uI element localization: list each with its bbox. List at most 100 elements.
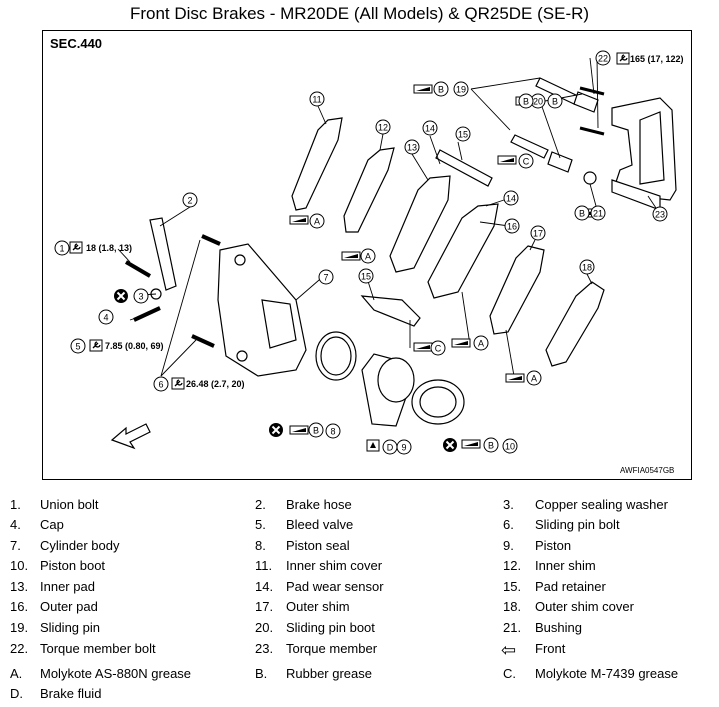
- legend-number: 9.: [503, 538, 514, 553]
- callout-12: 12: [378, 123, 388, 133]
- callout-19-circle: [453, 81, 469, 97]
- callout-23-circle: [652, 206, 668, 222]
- piston: [361, 353, 415, 427]
- callout-14-circle: [422, 120, 438, 136]
- legend-label: Torque member bolt: [40, 641, 156, 656]
- inner-pad: [389, 175, 451, 273]
- callout-15: 15: [458, 130, 468, 140]
- callout-17-circle: [530, 225, 546, 241]
- torque-wrench-icon: [89, 339, 103, 352]
- callout-7: 7: [323, 273, 328, 283]
- legend-label: Piston boot: [40, 558, 106, 573]
- brake-hose: [149, 217, 177, 291]
- sliding-pin-bolt-lower: [191, 334, 215, 348]
- inner-shim: [343, 147, 395, 233]
- callout-16-circle: [504, 218, 520, 234]
- piston-boot: [411, 379, 465, 425]
- legend-label: Piston seal: [286, 538, 350, 553]
- torque-wrench-icon: [69, 241, 83, 254]
- torque-value-1: 18 (1.8, 13): [86, 243, 132, 253]
- grease-letter-6-circle: [430, 340, 446, 356]
- callout-21-circle: [590, 205, 606, 221]
- legend-label: Pad wear sensor: [286, 579, 384, 594]
- legend-label: Piston: [535, 538, 572, 553]
- callout-4: 4: [103, 313, 108, 323]
- torque-value-5: 7.85 (0.80, 69): [105, 341, 164, 351]
- grease-letter-8-circle: [526, 370, 542, 386]
- callout-12-circle: [375, 119, 391, 135]
- legend-number: 7.: [10, 538, 21, 553]
- torque-wrench-icon: [616, 52, 630, 65]
- legend-label: Bleed valve: [286, 517, 354, 532]
- callout-5: 5: [75, 342, 80, 352]
- legend-number: 22.: [10, 641, 29, 656]
- grease-letter-21-circle: [574, 205, 590, 221]
- grease-letter-1-circle: [518, 93, 534, 109]
- grease-letter-20-circle: [547, 93, 563, 109]
- legend-number: 12.: [503, 558, 522, 573]
- legend-label: Outer pad: [40, 599, 98, 614]
- legend-label: Inner shim: [535, 558, 596, 573]
- legend-label: Union bolt: [40, 497, 99, 512]
- callout-13-circle: [404, 139, 420, 155]
- callout-1: 1: [59, 244, 64, 254]
- callout-16: 16: [507, 222, 517, 232]
- callout-20: 20: [533, 97, 543, 107]
- legend-label: Front: [535, 641, 566, 656]
- callout-8-circle: [325, 423, 341, 439]
- legend-number: 11.: [255, 558, 273, 573]
- callout-1-circle: [54, 240, 70, 256]
- grease-legend-letter: C.: [503, 666, 516, 681]
- diagram-frame: [42, 30, 692, 480]
- legend-number: 17.: [255, 599, 274, 614]
- legend-number: 1.: [10, 497, 21, 512]
- grease-letter-10: B: [488, 441, 494, 451]
- inner-shim-cover: [291, 117, 343, 211]
- callout-7-circle: [318, 269, 334, 285]
- callout-22-circle: [595, 50, 611, 66]
- bleed-valve: [133, 306, 161, 322]
- grease-legend-letter: A.: [10, 666, 23, 681]
- callout-5-circle: [70, 338, 86, 354]
- callout-3-circle: [133, 288, 149, 304]
- front-arrow: [110, 423, 151, 450]
- outer-shim: [489, 245, 545, 335]
- grease-letter-20: B: [552, 97, 558, 107]
- legend-label: Outer shim: [286, 599, 350, 614]
- torque-member: [611, 97, 677, 211]
- legend-number: 18.: [503, 599, 522, 614]
- callout-18: 18: [582, 263, 592, 273]
- legend-number: 4.: [10, 517, 21, 532]
- callout-6: 6: [158, 380, 163, 390]
- legend-number: 21.: [503, 620, 522, 635]
- grease-letter-0: B: [438, 85, 444, 95]
- outer-pad: [427, 203, 499, 299]
- legend-number: 5.: [255, 517, 266, 532]
- diagram-title: Front Disc Brakes - MR20DE (All Models) …: [129, 4, 590, 23]
- grease-legend-label: Rubber grease: [286, 666, 372, 681]
- sliding-pin-bolt-upper: [201, 234, 221, 246]
- legend-label: Bushing: [535, 620, 582, 635]
- callout-22: 22: [598, 54, 608, 64]
- legend-number: 3.: [503, 497, 514, 512]
- callout-13: 13: [407, 143, 417, 153]
- outer-shim-cover: [545, 281, 605, 367]
- grease-legend-label: Molykote M-7439 grease: [535, 666, 679, 681]
- callout-11-circle: [309, 91, 325, 107]
- legend-number: 20.: [255, 620, 274, 635]
- grease-letter-11: D: [387, 443, 394, 453]
- section-label: SEC.440: [50, 36, 103, 51]
- grease-letter-1: B: [523, 97, 529, 107]
- callout-15-lower: 15: [361, 272, 371, 282]
- grease-letter-4-circle: [309, 213, 325, 229]
- legend-label: Copper sealing washer: [535, 497, 668, 512]
- callout-4-circle: [98, 309, 114, 325]
- callout-19: 19: [456, 85, 466, 95]
- legend-number: 8.: [255, 538, 266, 553]
- callout-21: 21: [593, 209, 603, 219]
- front-arrow-icon: ⇦: [501, 640, 517, 660]
- callout-15-circle: [455, 126, 471, 142]
- grease-letter-2-circle: [518, 153, 534, 169]
- legend-number: 16.: [10, 599, 29, 614]
- callout-8: 8: [330, 427, 335, 437]
